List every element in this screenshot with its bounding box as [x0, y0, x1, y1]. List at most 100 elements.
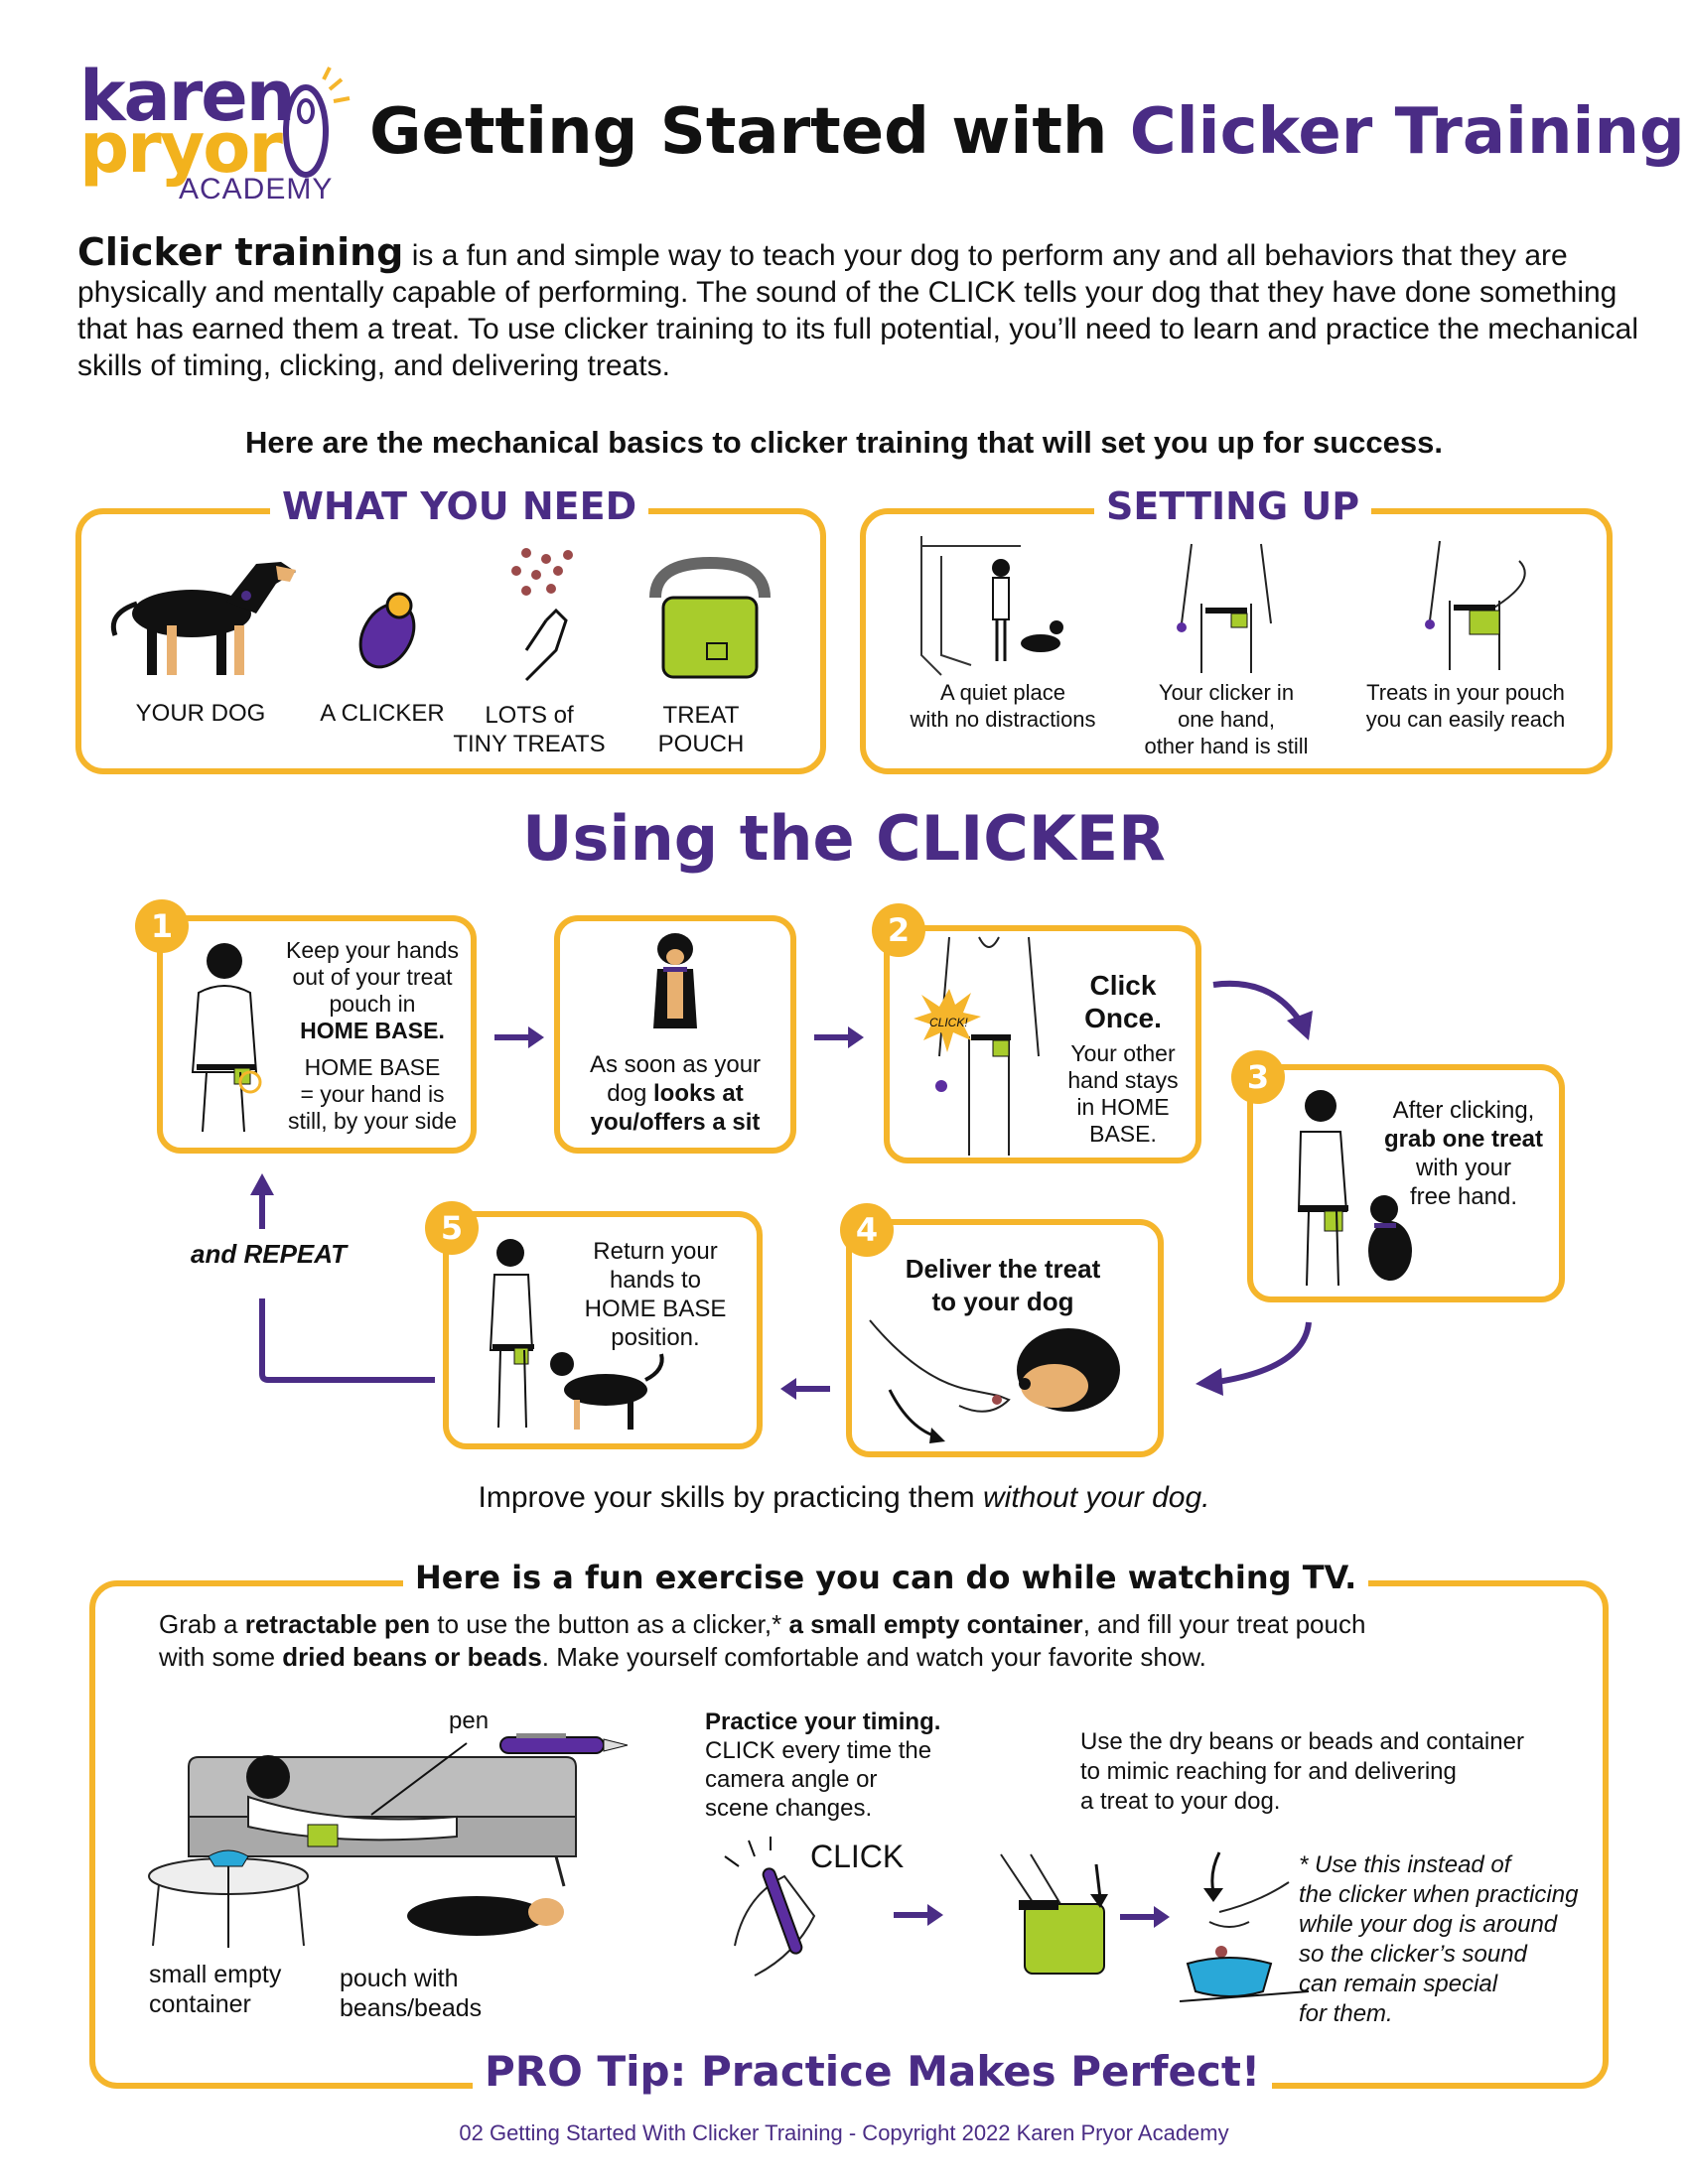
page-title: Getting Started with Clicker Training	[369, 95, 1685, 169]
person-clicking-icon: CLICK!	[914, 936, 1040, 1156]
container-label: small empty container	[149, 1961, 282, 2018]
step-3-badge: 3	[1231, 1050, 1285, 1104]
sit-line2a: dog	[607, 1080, 653, 1107]
setup-label-clicker: Your clicker in one hand, other hand is …	[1144, 680, 1309, 758]
treat-pouch-icon	[649, 556, 771, 679]
step-5-line4: position.	[611, 1324, 700, 1351]
arrow-right-icon	[1120, 1906, 1170, 1928]
pouch-beads-label: pouch with beans/beads	[340, 1965, 483, 2022]
pen-icon	[499, 1733, 629, 1754]
step-2-box	[884, 925, 1201, 1163]
step-2-badge: 2	[872, 903, 925, 957]
clicker-hand-icon	[1177, 543, 1272, 673]
click-burst-text: CLICK!	[929, 1016, 968, 1029]
arrow-right-icon	[894, 1904, 943, 1926]
step-1-text: Keep your hands out of your treat pouch …	[268, 937, 477, 1135]
step-3-line4: free hand.	[1409, 1183, 1518, 1210]
step-4-line1: Deliver the treat	[905, 1254, 1101, 1284]
step-4-box	[846, 1219, 1164, 1457]
intro-lead: Clicker training	[77, 230, 404, 274]
using-clicker-heading: Using the CLICKER	[522, 802, 1166, 875]
curved-arrow-icon	[1196, 1321, 1312, 1396]
step-1-line5: HOME BASE	[304, 1054, 441, 1080]
couch-scene-icon	[148, 1755, 577, 1948]
sit-text: As soon as your dog looks at you/offers …	[566, 1050, 784, 1137]
ex-p1b: retractable pen	[244, 1609, 431, 1639]
need-label-treats: LOTS of TINY TREATS	[453, 702, 606, 757]
arrow-left-icon	[780, 1378, 830, 1400]
logo-pryor: pryor	[79, 107, 283, 189]
step-2-text: Click Once. Your other hand stays in HOM…	[1058, 969, 1188, 1148]
sit-line3: you/offers a sit	[590, 1109, 761, 1136]
step-5-line2: hands to	[609, 1267, 702, 1294]
pen-pointer-line	[370, 1742, 468, 1816]
hand-in-pouch-icon	[1000, 1853, 1108, 1975]
person-home-base-icon	[191, 943, 262, 1133]
step-3-line3: with your	[1415, 1155, 1512, 1181]
step-5-line1: Return your	[593, 1238, 718, 1265]
person-grab-treat-icon	[1297, 1090, 1412, 1287]
repeat-label: and REPEAT	[191, 1239, 347, 1269]
step-2-line3: Your other	[1070, 1040, 1176, 1066]
setting-up-box	[860, 508, 1613, 774]
clicker-logo-icon	[283, 67, 351, 178]
timing-text: CLICK every time the camera angle or sce…	[705, 1737, 932, 1822]
beans-text: Use the dry beans or beads and container…	[1080, 1728, 1524, 1815]
ex-p1e: , and fill your treat pouch	[1082, 1609, 1366, 1639]
ex-p2c: . Make yourself comfortable and watch yo…	[541, 1642, 1206, 1672]
timing-block: Practice your timing. CLICK every time t…	[705, 1707, 983, 1823]
improve-lead: Improve your skills by practicing them	[478, 1481, 984, 1514]
step-5-badge: 5	[425, 1201, 479, 1255]
step-3-text: After clicking, grab one treat with your…	[1364, 1096, 1563, 1211]
sit-line1: As soon as your	[589, 1051, 762, 1078]
logo: karen pryor ACADEMY	[79, 62, 357, 210]
step-2-line1: Click	[1089, 970, 1157, 1001]
setup-label-quiet: A quiet place with no distractions	[910, 680, 1096, 732]
footer-copyright: 02 Getting Started With Clicker Training…	[459, 2120, 1229, 2145]
hand-feeding-dog-icon	[869, 1319, 1120, 1443]
hand-drop-in-bowl-icon	[1179, 1851, 1310, 2002]
step-2-line4: hand stays	[1067, 1067, 1179, 1093]
click-sound-label: CLICK	[810, 1839, 905, 1874]
step-5-text: Return your hands to HOME BASE position.	[558, 1237, 753, 1352]
step-1-line6: = your hand is	[300, 1081, 445, 1107]
step-1-line2: out of your treat	[292, 964, 453, 990]
setup-label-pouch: Treats in your pouch you can easily reac…	[1365, 680, 1566, 732]
need-label-clicker: A CLICKER	[320, 700, 445, 727]
clicker-icon	[358, 592, 416, 669]
mechanical-basics-heading: Here are the mechanical basics to clicke…	[245, 425, 1443, 460]
step-2-line2: Once.	[1084, 1003, 1162, 1033]
repeat-loop-arrow-icon	[250, 1173, 435, 1383]
ex-p1d: a small empty container	[788, 1609, 1083, 1639]
step-3-line2: grab one treat	[1383, 1126, 1544, 1153]
ex-p1c: to use the button as a clicker,*	[430, 1609, 789, 1639]
pouch-reach-icon	[1425, 540, 1526, 670]
person-with-dog-icon	[489, 1239, 664, 1430]
intro-text: is a fun and simple way to teach your do…	[77, 239, 1639, 382]
treats-icon	[511, 548, 573, 682]
title-part1: Getting Started with	[369, 95, 1130, 169]
title-part2: Clicker Training	[1129, 95, 1685, 169]
what-you-need-title: WHAT YOU NEED	[270, 484, 649, 528]
ex-p2b: dried beans or beads	[282, 1642, 542, 1672]
pen-substitute-note: * Use this instead of the clicker when p…	[1299, 1851, 1579, 2027]
pen-label: pen	[449, 1707, 490, 1734]
exercise-paragraph: Grab a retractable pen to use the button…	[159, 1608, 1579, 1674]
improve-italic: without your dog.	[983, 1481, 1210, 1514]
intro-paragraph: Clicker training is a fun and simple way…	[77, 233, 1666, 384]
step-1-line1: Keep your hands	[286, 937, 459, 963]
arrow-right-icon	[494, 1026, 544, 1048]
ex-p2a: with some	[159, 1642, 283, 1672]
step-1-line7: still, by your side	[287, 1108, 457, 1134]
need-label-dog: YOUR DOG	[135, 700, 266, 727]
logo-academy: ACADEMY	[179, 173, 334, 205]
sitting-dog-icon	[653, 933, 697, 1028]
sit-line2b: looks at	[653, 1080, 744, 1107]
setting-up-title: SETTING UP	[1094, 484, 1372, 528]
need-label-pouch: TREAT POUCH	[657, 702, 745, 757]
step-1-badge: 1	[135, 899, 189, 953]
step-2-line6: BASE.	[1089, 1121, 1157, 1147]
arrow-right-icon	[814, 1026, 864, 1048]
step-1-line3: pouch in	[329, 991, 416, 1017]
step-4-badge: 4	[840, 1203, 894, 1257]
